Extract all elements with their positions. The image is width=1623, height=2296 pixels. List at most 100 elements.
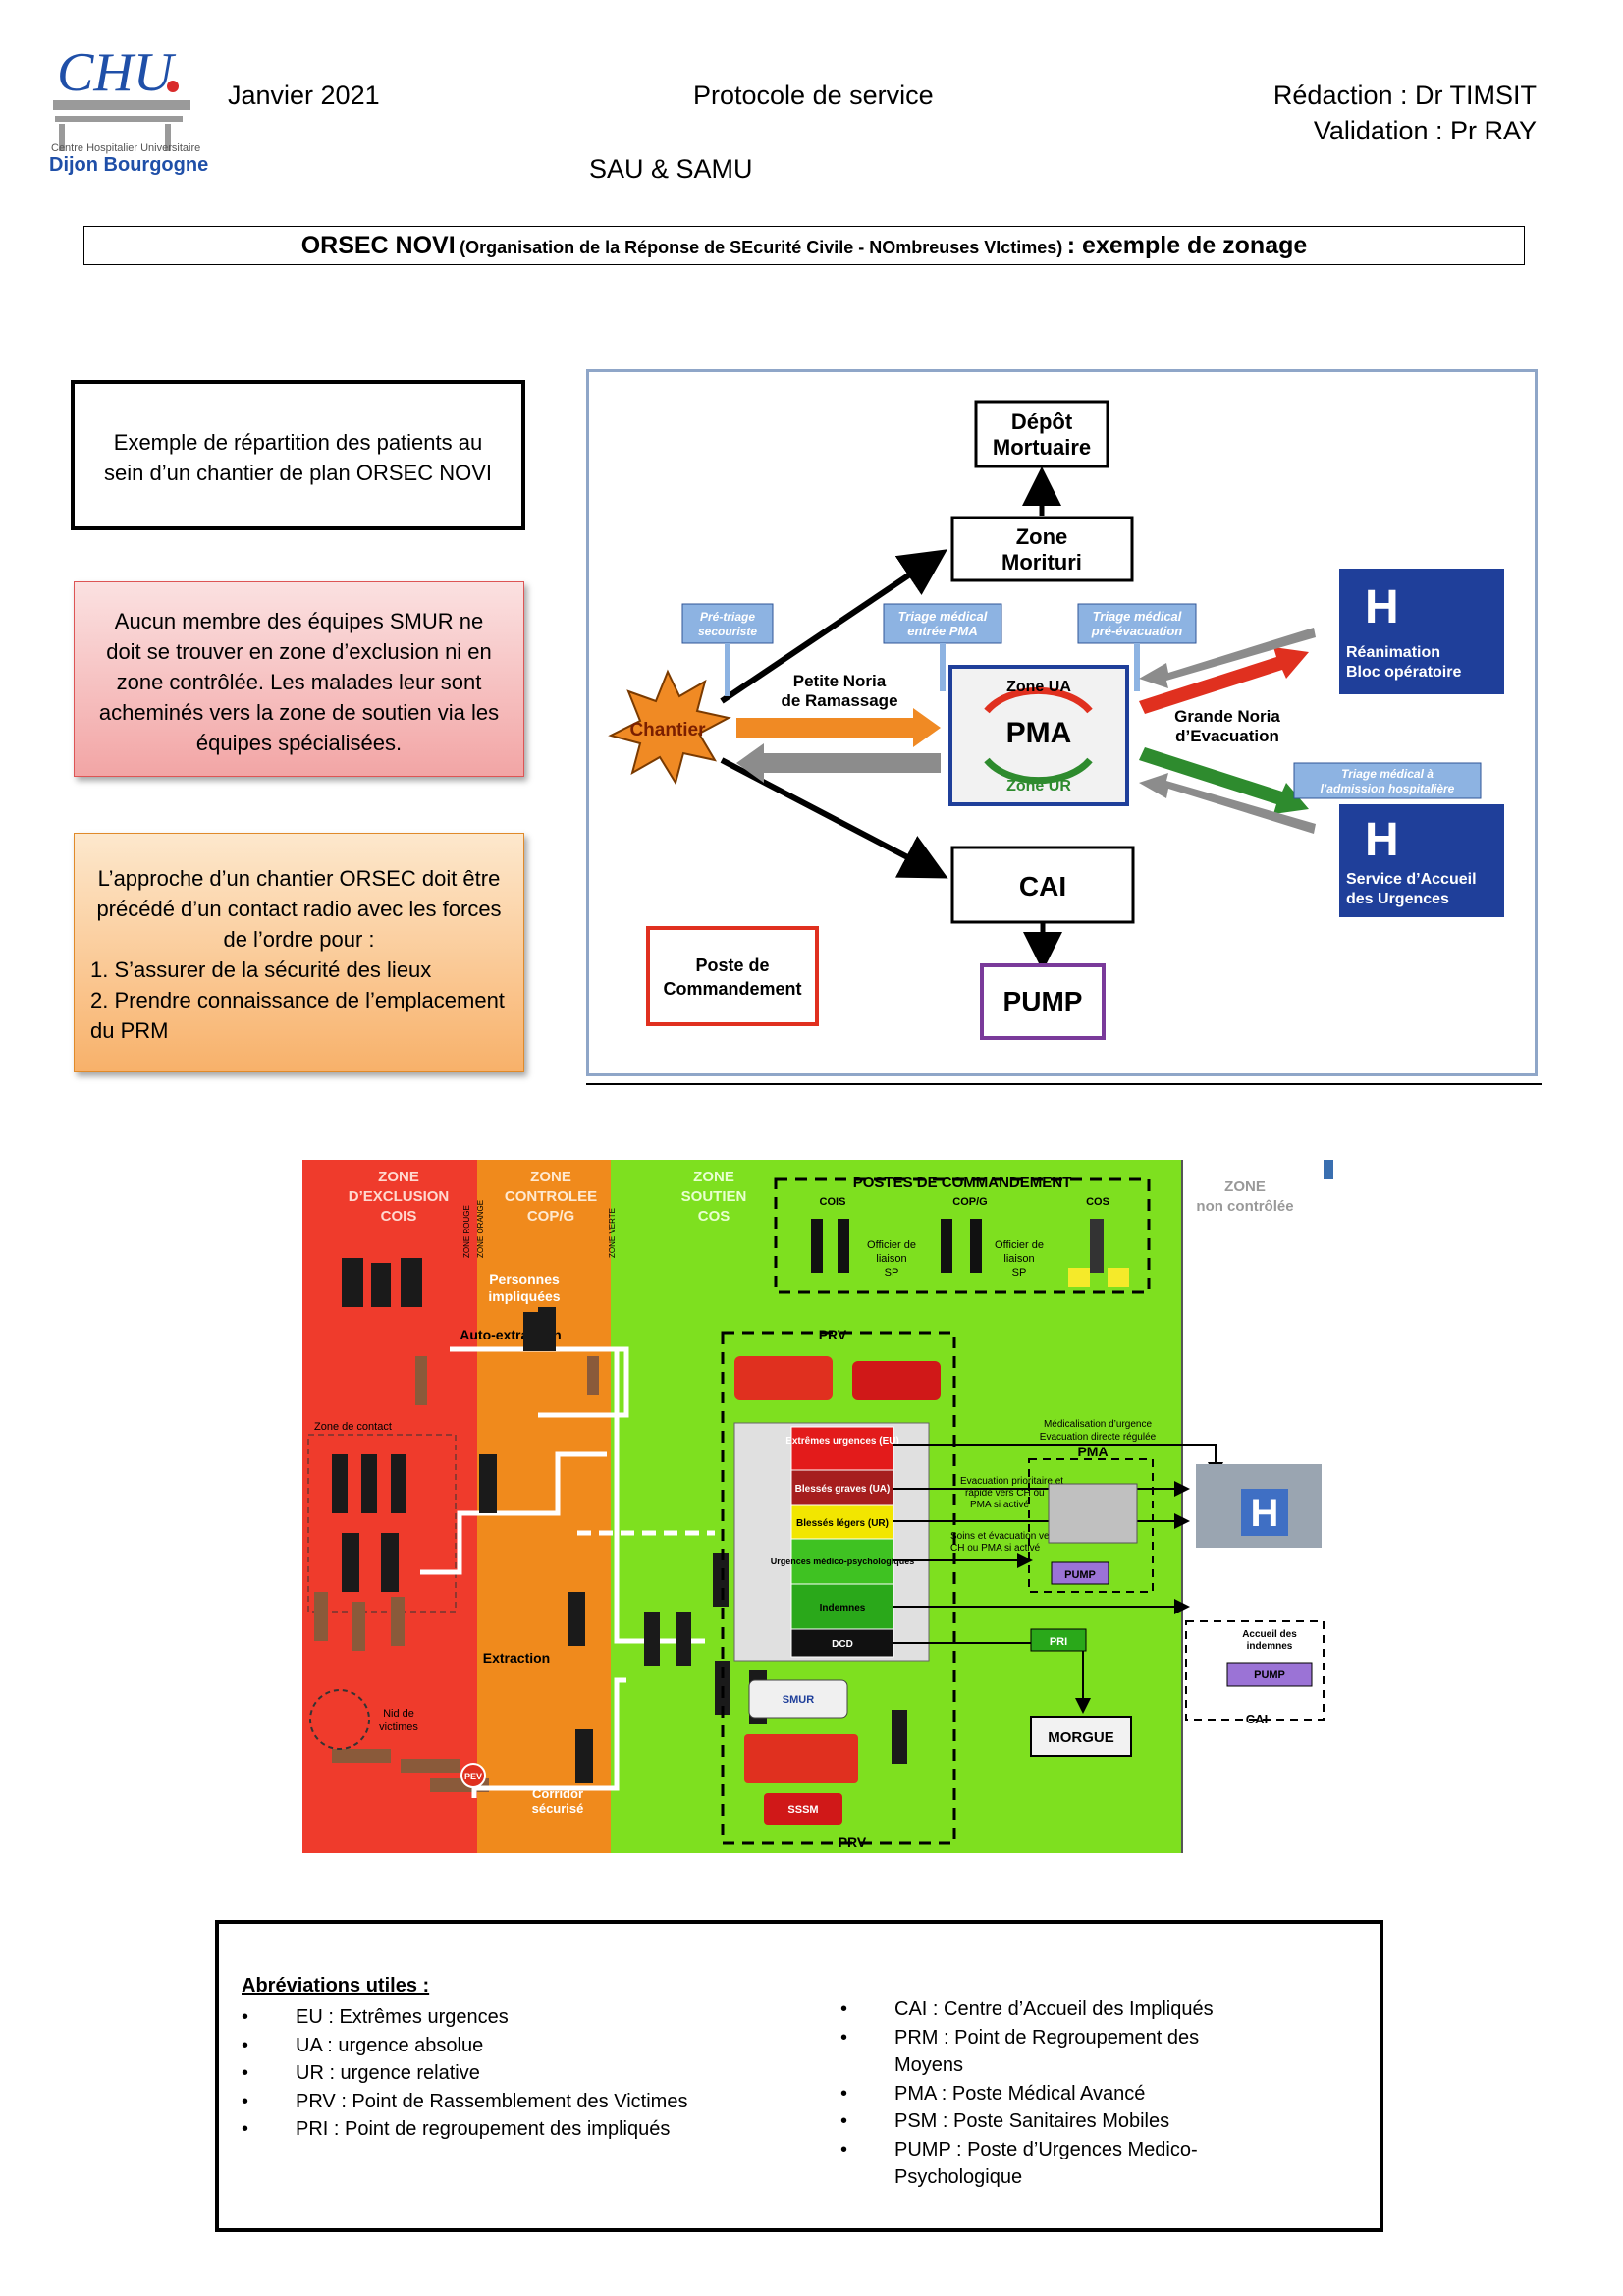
rea-box (1339, 569, 1504, 694)
hospital-sign (1241, 1489, 1288, 1536)
ambulance-2 (852, 1361, 941, 1400)
depot-line1: Dépôt (1011, 410, 1073, 434)
approach-item-2: 2. Prendre connaissance de l’emplacement… (90, 988, 505, 1043)
pc-line1: Poste de (695, 956, 769, 975)
rea-line1: Réanimation (1346, 644, 1440, 661)
cat-ur (790, 1504, 894, 1540)
header-redaction: Rédaction : Dr TIMSIT (1272, 81, 1537, 110)
officier-1-l2: liaison (876, 1253, 906, 1265)
pretriage-line1: Pré-triage (700, 610, 755, 624)
prv-bottom-label: PRV (839, 1834, 867, 1850)
postes-cmd-title: POSTES DE COMMANDEMENT (853, 1175, 1072, 1191)
pma-zone-label: PMA (1077, 1444, 1108, 1459)
arrow-grey-from-rea (1139, 628, 1316, 688)
officier-1-l3: SP (885, 1267, 899, 1279)
arrow-grey-to-chantier (736, 743, 941, 783)
chu-logo-mark: CHU (57, 42, 177, 103)
cat-dcd-label: DCD (832, 1639, 853, 1650)
cat-dcd (790, 1628, 894, 1658)
cai-small-label: CAI (1246, 1712, 1268, 1726)
title-main: ORSEC NOVI (300, 232, 456, 259)
pc-cois: COIS (820, 1196, 846, 1208)
pump-box (980, 963, 1106, 1040)
depot-line2: Mortuaire (993, 435, 1091, 460)
pma-label: PMA (1006, 717, 1072, 749)
cat-indemnes (790, 1583, 894, 1630)
petite-noria-line2: de Ramassage (781, 691, 897, 710)
evac-prio-l2: rapide vers CH ou (965, 1488, 1045, 1499)
abbr-prm: PRM : Point de Regroupement des Moyens (840, 2024, 1214, 2080)
arrow-red-to-rea (1139, 647, 1309, 714)
soins-l2: CH ou PMA si activé (950, 1543, 1041, 1554)
officier-2-l3: SP (1012, 1267, 1027, 1279)
arrow-to-morituri (720, 549, 947, 704)
triage-pma-box (883, 603, 1002, 644)
chu-logo: CHU (47, 39, 204, 177)
label-zone-verte: ZONE VERTE (608, 1208, 617, 1258)
abbr-ua: UA : urgence absolue (242, 2032, 687, 2060)
intro-box: Exemple de répartition des patients au s… (71, 380, 525, 530)
header-doc-type: Protocole de service (693, 81, 934, 110)
triage-adm-line1: Triage médical à (1341, 767, 1434, 781)
pump-small-label: PUMP (1064, 1569, 1096, 1581)
chantier-star (608, 669, 731, 786)
triage-pma-line1: Triage médical (898, 609, 988, 624)
cat-indemnes-label: Indemnes (820, 1603, 866, 1613)
ambulance-1 (734, 1356, 833, 1400)
victim-figures (314, 1356, 599, 1792)
smur-label: SMUR (783, 1694, 814, 1706)
sau-line1: Service d’Accueil (1346, 871, 1477, 888)
personnes-l2: impliquées (488, 1288, 560, 1304)
triage-pma-line2: entrée PMA (907, 624, 978, 638)
title-bar: ORSEC NOVI (Organisation de la Réponse d… (83, 226, 1525, 265)
pma-zone-ur: Zone UR (1006, 778, 1071, 794)
pc-cos: COS (1086, 1196, 1109, 1208)
fire-truck (744, 1734, 858, 1783)
pc-copg: COP/G (952, 1196, 987, 1208)
smur-vehicle (748, 1679, 848, 1719)
abbr-pump: PUMP : Poste d’Urgences Medico-Psycholog… (840, 2136, 1214, 2192)
extraction-label: Extraction (483, 1650, 550, 1666)
nid-l2: victimes (379, 1722, 418, 1733)
personnes-l1: Personnes (489, 1271, 560, 1286)
approach-intro: L’approche d’un chantier ORSEC doit être… (96, 866, 502, 952)
prv-box (721, 1331, 956, 1845)
pev-marker (460, 1763, 486, 1788)
path-corridor (471, 1677, 626, 1798)
prv-top-label: PRV (819, 1327, 847, 1342)
zone-exclusion-l1: ZONE (378, 1169, 419, 1185)
zone-soutien-l3: COS (698, 1208, 730, 1225)
soins-l1: Soins et évacuation vers (950, 1531, 1057, 1542)
abbr-pri: PRI : Point de regroupement des impliqué… (242, 2115, 687, 2144)
abbr-eu: EU : Extrêmes urgences (242, 2003, 687, 2032)
abbreviations-left-list: EU : Extrêmes urgences UA : urgence abso… (242, 2003, 687, 2144)
accueil-l2: indemnes (1247, 1641, 1293, 1652)
evac-prio-l1: Evacuation prioritaire et (960, 1476, 1063, 1487)
warning-box: Aucun membre des équipes SMUR ne doit se… (74, 581, 524, 777)
path-extraction (420, 1451, 607, 1575)
sssm-vehicle (764, 1793, 842, 1825)
pump-small-box (1051, 1561, 1109, 1585)
pma-green-arc (984, 757, 1093, 785)
intro-text: Exemple de répartition des patients au s… (104, 430, 492, 485)
pretriage-line2: secouriste (698, 625, 757, 638)
cai-small-box (1185, 1620, 1325, 1721)
cat-ur-label: Blessés légers (UR) (796, 1518, 889, 1529)
abbreviations-right-list: CAI : Centre d’Accueil des Impliqués PRM… (840, 1995, 1214, 2192)
header-validation: Validation : Pr RAY (1313, 116, 1537, 145)
diagram-underline (586, 1083, 1542, 1085)
sau-box (1339, 804, 1504, 917)
pc-figures (811, 1219, 1104, 1273)
flow-diagram-svg: Dépôt Mortuaire Zone Morituri Chantier P… (608, 400, 1504, 1040)
zone-controlee-l3: COP/G (527, 1208, 574, 1225)
sau-h: H (1365, 814, 1399, 866)
officier-1-l1: Officier de (867, 1239, 916, 1251)
morituri-box (950, 516, 1134, 582)
warning-text: Aucun membre des équipes SMUR ne doit se… (98, 609, 500, 755)
title-sub: (Organisation de la Réponse de SEcurité … (460, 238, 1063, 257)
cai-label: CAI (1019, 871, 1066, 902)
arrow-orange-to-pma (736, 708, 941, 747)
pma-red-arc (984, 686, 1093, 714)
pump-label: PUMP (1003, 986, 1083, 1016)
zone-soutien-l2: SOUTIEN (681, 1188, 747, 1205)
